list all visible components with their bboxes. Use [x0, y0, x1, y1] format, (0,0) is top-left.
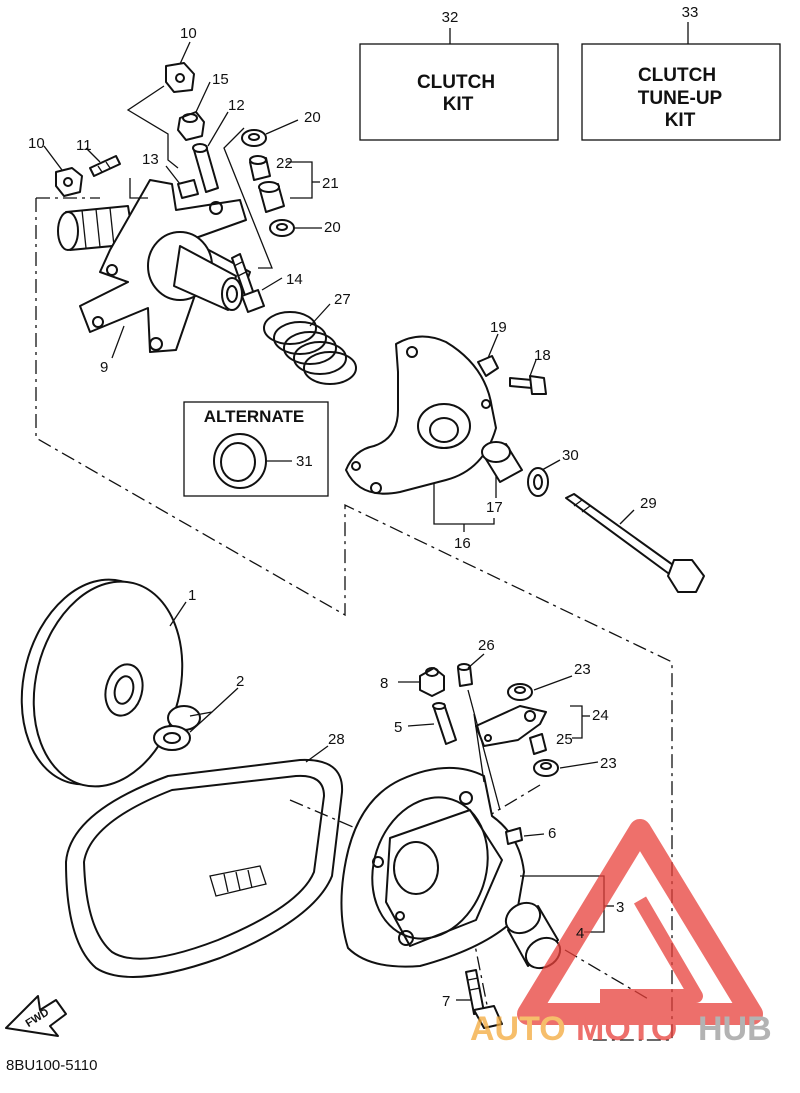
part-24-weight-arm[interactable]: [475, 705, 547, 747]
part-29-bolt[interactable]: [565, 493, 705, 593]
mid-leader-lines: [433, 333, 635, 532]
part-22-bushing[interactable]: [249, 155, 271, 181]
part-25-bushing[interactable]: [529, 733, 547, 755]
callout-18: 18: [534, 347, 551, 364]
callout-19: 19: [490, 319, 507, 336]
part-15-nut[interactable]: [177, 111, 205, 141]
part-26-screw[interactable]: [457, 663, 473, 687]
part-21-roller[interactable]: [258, 181, 285, 213]
part-5-pin[interactable]: [432, 702, 457, 745]
callout-20-top: 20: [304, 109, 321, 126]
part-17-bushing[interactable]: [481, 441, 523, 483]
kit-box-33-number: 33: [682, 4, 699, 21]
callout-24: 24: [592, 707, 609, 724]
callout-1: 1: [188, 587, 196, 604]
callout-12: 12: [228, 97, 245, 114]
diagram-code: 8BU100-5110: [6, 1057, 97, 1074]
watermark-triangle-icon: [517, 819, 763, 1025]
part-16-cover[interactable]: [345, 335, 497, 495]
part-1-fixed-sheave[interactable]: [1, 564, 203, 803]
spacer-ring-31[interactable]: [213, 433, 267, 489]
callout-3: 3: [616, 899, 624, 916]
kit-box-33-line-1: CLUTCH: [638, 65, 716, 86]
callout-4: 4: [576, 925, 584, 942]
part-23-upper-washer[interactable]: [507, 683, 533, 701]
callout-21: 21: [322, 175, 339, 192]
part-28-drive-belt[interactable]: [65, 758, 344, 978]
kit-box-32-number: 32: [442, 9, 459, 26]
fwd-arrow-icon: FWD: [5, 995, 67, 1037]
part-11-pin[interactable]: [89, 155, 121, 177]
part-2-collar[interactable]: [153, 705, 201, 751]
part-30-clip[interactable]: [527, 467, 549, 497]
part-19-nut[interactable]: [477, 355, 499, 377]
callout-10-left: 10: [28, 135, 45, 152]
kit-box-32-line-2: KIT: [443, 94, 474, 115]
part-6-screw[interactable]: [505, 827, 523, 845]
callout-30: 30: [562, 447, 579, 464]
part-9-spider-hub[interactable]: [57, 179, 251, 353]
part-12-pin[interactable]: [192, 143, 219, 193]
watermark-hub: HUB: [698, 1010, 772, 1048]
kit-box-33-line-2: TUNE-UP: [638, 88, 723, 109]
part-20-upper-washer[interactable]: [241, 129, 267, 147]
part-7-bolt[interactable]: [465, 969, 503, 1029]
part-13-screw[interactable]: [177, 179, 199, 199]
callout-20-bottom: 20: [324, 219, 341, 236]
callout-29: 29: [640, 495, 657, 512]
part-27-spring[interactable]: [263, 311, 357, 385]
upper-leader-lines: [43, 41, 331, 359]
callout-9: 9: [100, 359, 108, 376]
callout-16: 16: [454, 535, 471, 552]
callout-10-top: 10: [180, 25, 197, 42]
alternate-label: ALTERNATE: [204, 407, 304, 426]
callout-13: 13: [142, 151, 159, 168]
part-18-bolt[interactable]: [509, 375, 547, 395]
part-8-nut[interactable]: [419, 667, 445, 697]
callout-28: 28: [328, 731, 345, 748]
callout-7: 7: [442, 993, 450, 1010]
callout-6: 6: [548, 825, 556, 842]
part-10-left-weight[interactable]: [55, 167, 83, 197]
callout-15: 15: [212, 71, 229, 88]
alternate-box: ALTERNATE: [183, 401, 329, 497]
callout-5: 5: [394, 719, 402, 736]
kit-box-32-line-1: CLUTCH: [417, 72, 495, 93]
callout-2: 2: [236, 673, 244, 690]
watermark-moto: MOTO: [576, 1010, 677, 1048]
callout-31: 31: [296, 453, 313, 470]
callout-labels: 10 15 12 20 10 11 13 22 21 20 14 27 9 19…: [28, 25, 657, 1010]
kit-box-32[interactable]: 32 CLUTCH KIT: [359, 9, 559, 141]
part-14-bolt[interactable]: [231, 253, 265, 313]
callout-27: 27: [334, 291, 351, 308]
part-23-lower-washer[interactable]: [533, 759, 559, 777]
watermark-auto: AUTO: [470, 1010, 566, 1048]
callout-23-bottom: 23: [600, 755, 617, 772]
callout-8: 8: [380, 675, 388, 692]
kit-box-33-line-3: KIT: [665, 110, 696, 131]
kit-box-33[interactable]: 33 CLUTCH TUNE-UP KIT: [581, 4, 781, 141]
callout-22: 22: [276, 155, 293, 172]
callout-26: 26: [478, 637, 495, 654]
callout-25: 25: [556, 731, 573, 748]
part-4-bushing[interactable]: [500, 897, 565, 974]
callout-14: 14: [286, 271, 303, 288]
callout-23-top: 23: [574, 661, 591, 678]
automotohub-watermark: AUTO MOTO HUB: [470, 819, 772, 1048]
callout-11: 11: [76, 137, 92, 154]
callout-17: 17: [486, 499, 503, 516]
part-20-lower-washer[interactable]: [269, 219, 295, 237]
part-10-top-weight[interactable]: [165, 62, 195, 93]
part-3-movable-sheave[interactable]: [340, 767, 525, 968]
